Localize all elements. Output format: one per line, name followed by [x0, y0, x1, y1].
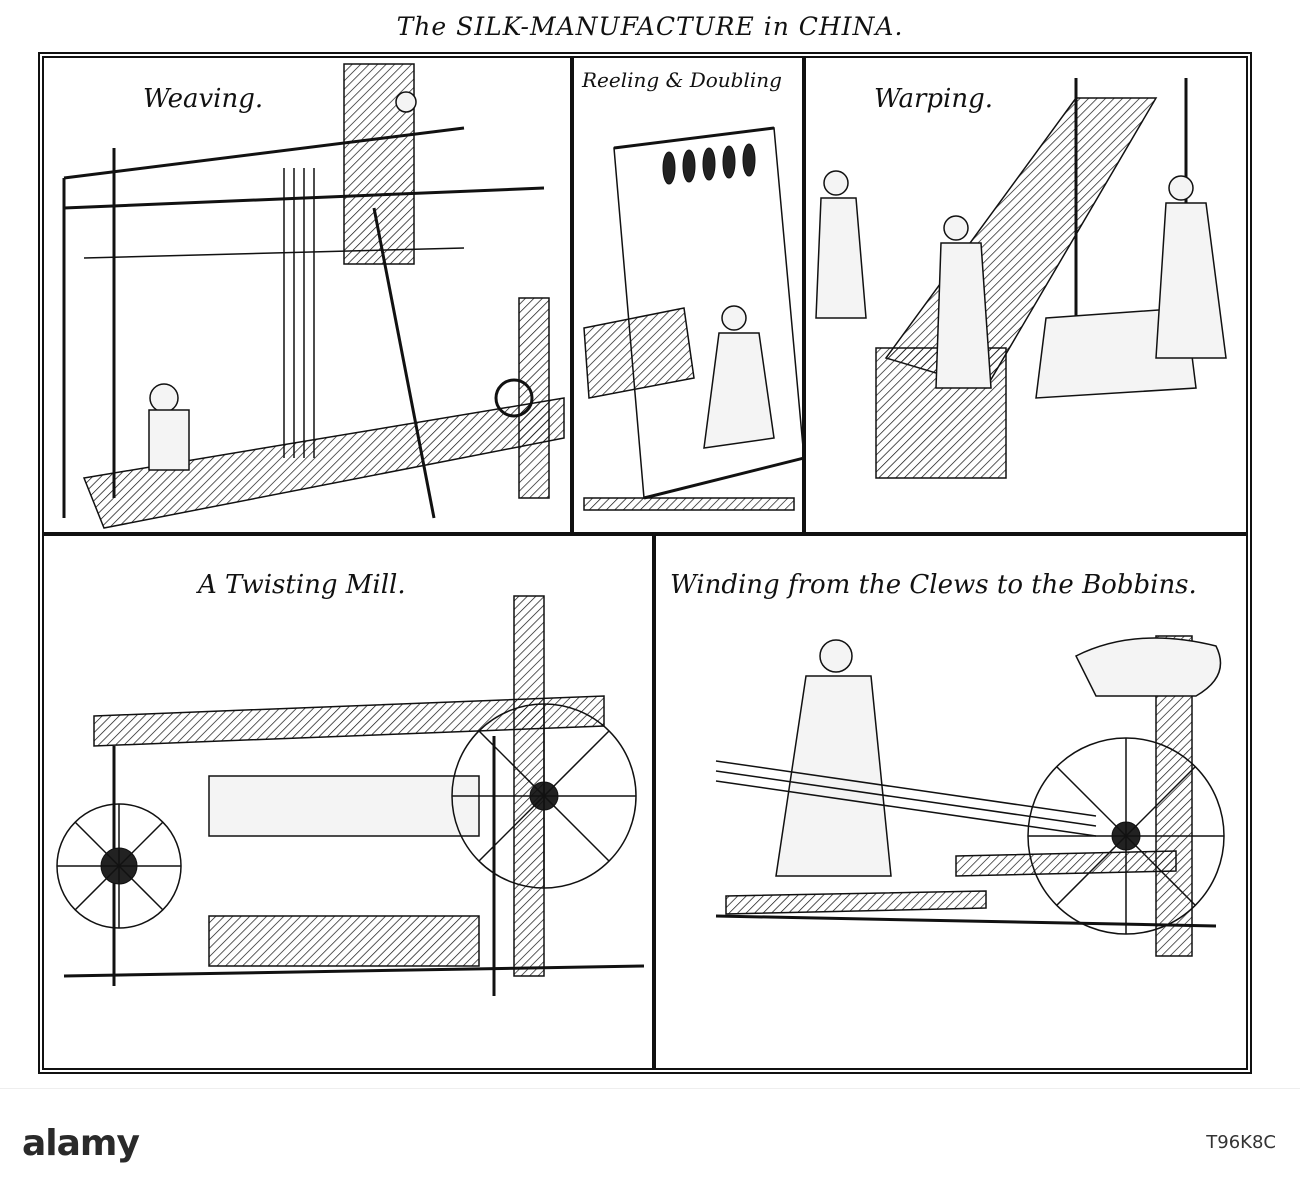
panel-winding: Winding from the Clews to the Bobbins.: [654, 534, 1248, 1070]
caption-twisting: A Twisting Mill.: [194, 570, 410, 600]
warping-frame-illustration: [815, 78, 1227, 479]
caption-winding: Winding from the Clews to the Bobbins.: [666, 570, 1201, 600]
panel-reeling: Reeling & Doubling: [572, 56, 804, 534]
reeling-frame-illustration: [583, 126, 802, 511]
weaving-loom-illustration: [62, 63, 565, 529]
caption-warping: Warping.: [870, 84, 998, 114]
caption-weaving: Weaving.: [139, 84, 268, 114]
panel-twisting: A Twisting Mill.: [42, 534, 654, 1070]
panel-weaving: Weaving.: [42, 56, 572, 534]
watermark-bar: [0, 1088, 1300, 1179]
alamy-logo: alamy: [22, 1123, 140, 1164]
winding-wheel-illustration: [715, 635, 1225, 957]
plate-title: The SILK-MANUFACTURE in CHINA.: [396, 12, 904, 41]
twisting-mill-illustration: [56, 595, 645, 996]
caption-reeling: Reeling & Doubling: [578, 68, 786, 92]
engraving-frame: [38, 52, 1252, 1074]
image-code: T96K8C: [1206, 1132, 1276, 1153]
panel-warping: Warping.: [804, 56, 1248, 534]
